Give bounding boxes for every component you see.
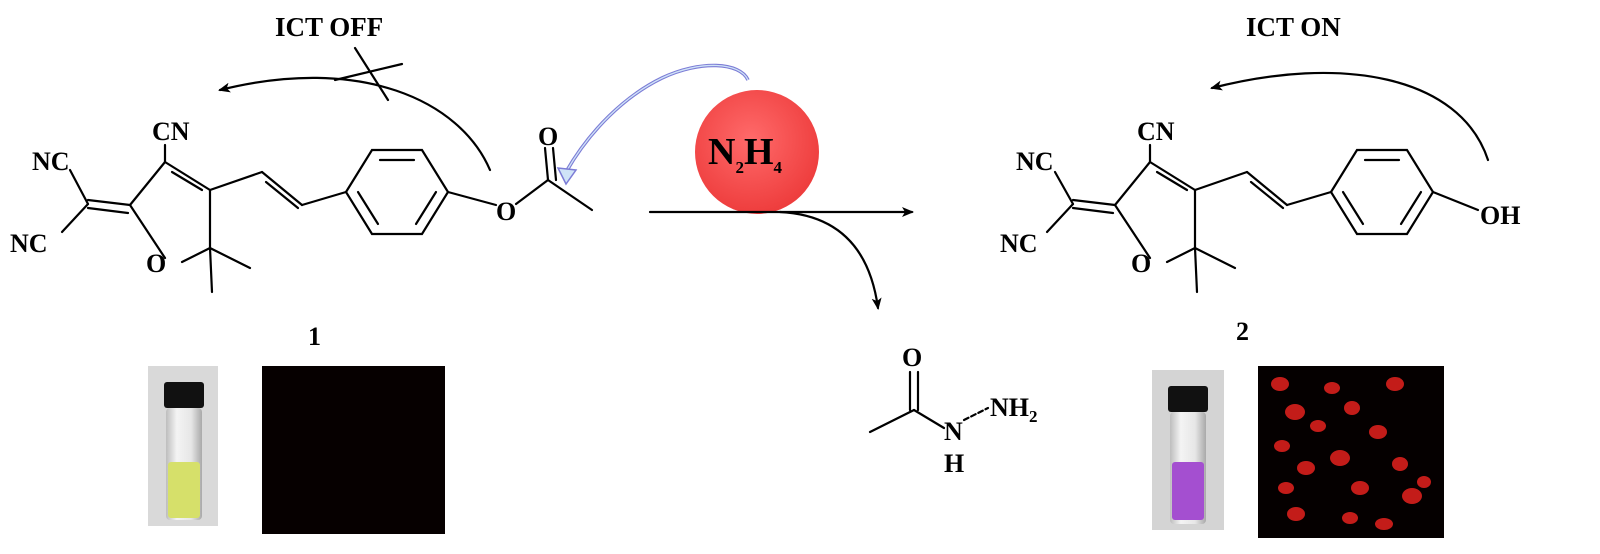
byproduct-nh2: NH2: [990, 393, 1038, 426]
byproduct-carbonyl-o: O: [902, 343, 922, 372]
ict-on-label: ICT ON: [1246, 12, 1341, 42]
byproduct-arrow: [778, 210, 882, 310]
furan-ring-1: [128, 160, 212, 264]
carbonyl-oxygen-1: O: [538, 122, 558, 151]
byproduct-hydrogen: H: [944, 449, 964, 478]
compound-number-1: 1: [308, 322, 321, 351]
benzene-ring-1: [344, 148, 450, 236]
nc-bottom-2: NC: [1000, 229, 1038, 258]
molecule-2: ICT ON O CN NC NC: [1000, 12, 1520, 538]
benzene-ring-2: [1329, 148, 1435, 236]
ict-on-arrow: [1210, 71, 1490, 162]
vial-photo-1: [148, 366, 218, 526]
ester-oxygen-1: O: [496, 197, 516, 226]
ict-off-label: ICT OFF: [275, 12, 383, 42]
furan-ring-2: [1113, 160, 1197, 264]
molecule-1: ICT OFF O CN NC NC: [10, 12, 594, 534]
hydroxyl-group: OH: [1480, 201, 1520, 230]
compound-number-2: 2: [1236, 317, 1249, 346]
byproduct-nitrogen: N: [944, 417, 963, 446]
ring-oxygen-2: O: [1131, 249, 1151, 278]
ict-blocked-cross-a: [333, 62, 404, 82]
hydrazine-bubble: [695, 90, 819, 214]
ict-blocked-cross-b: [353, 46, 390, 102]
nc-bottom-1: NC: [10, 229, 48, 258]
cn-group-1: CN: [152, 117, 190, 146]
fluorescent-cells: [1271, 377, 1431, 530]
vial-photo-2: [1152, 370, 1224, 530]
byproduct-acetohydrazide: O N H NH2: [868, 343, 1038, 478]
vial-solution-1: [168, 462, 200, 518]
nc-top-2: NC: [1016, 147, 1054, 176]
fluorescence-image-2: [1258, 366, 1444, 538]
nc-top-1: NC: [32, 147, 70, 176]
ring-oxygen-1: O: [146, 249, 166, 278]
hydrazine-label: N2H4: [708, 131, 783, 177]
fluorescence-image-1: [262, 366, 445, 534]
reagent-area: N2H4: [556, 63, 914, 310]
ict-off-arrow: [218, 76, 492, 172]
vial-solution-2: [1172, 462, 1204, 520]
cn-group-2: CN: [1137, 117, 1175, 146]
